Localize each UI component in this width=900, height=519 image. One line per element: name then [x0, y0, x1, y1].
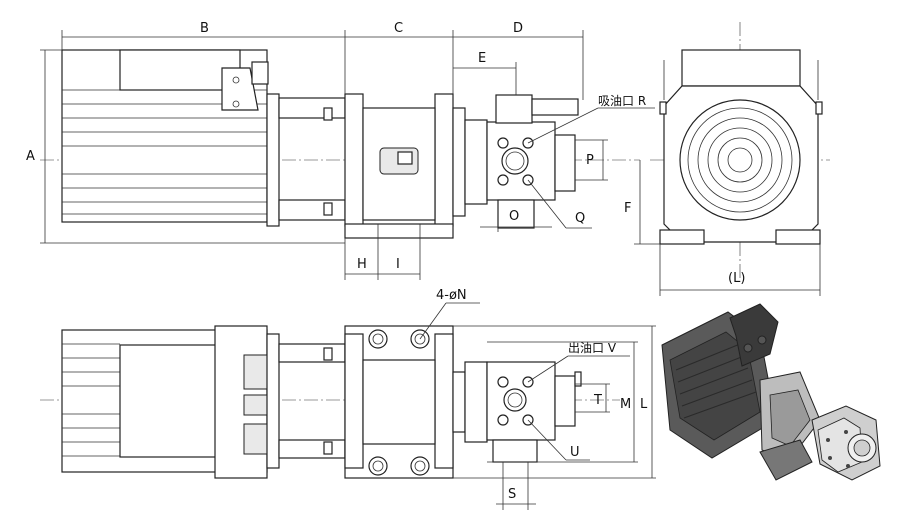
dim-P: P	[586, 153, 594, 168]
dim-D: D	[513, 21, 523, 36]
dim-U: U	[570, 445, 580, 460]
dim-I: I	[396, 257, 400, 272]
dim-M: M	[620, 397, 631, 412]
dim-F: F	[624, 201, 631, 216]
dim-A: A	[26, 149, 35, 164]
dim-L: L	[640, 397, 648, 412]
side-view-dimensions: F (L)	[624, 60, 821, 296]
product-isometric-image	[661, 303, 881, 481]
outlet-port-label: 出油口 V	[568, 341, 617, 355]
dim-H: H	[357, 257, 367, 272]
plan-view	[40, 325, 620, 479]
dim-Q: Q	[575, 211, 585, 226]
dim-L-paren: (L)	[728, 271, 745, 286]
dim-N: 4-øN	[436, 288, 467, 303]
dim-C: C	[394, 21, 403, 36]
plan-view-dimensions: 4-øN 出油口 V U T M L S	[419, 288, 656, 510]
suction-port-label: 吸油口 R	[598, 94, 646, 108]
dim-B: B	[200, 21, 209, 36]
front-view	[40, 49, 640, 239]
dim-O: O	[509, 209, 519, 224]
side-view	[650, 22, 830, 278]
front-view-dimensions: B C D E A H I O P 吸油口 R Q	[26, 21, 655, 280]
dim-E: E	[478, 51, 486, 66]
dim-T: T	[593, 393, 602, 408]
dim-S: S	[508, 487, 516, 502]
